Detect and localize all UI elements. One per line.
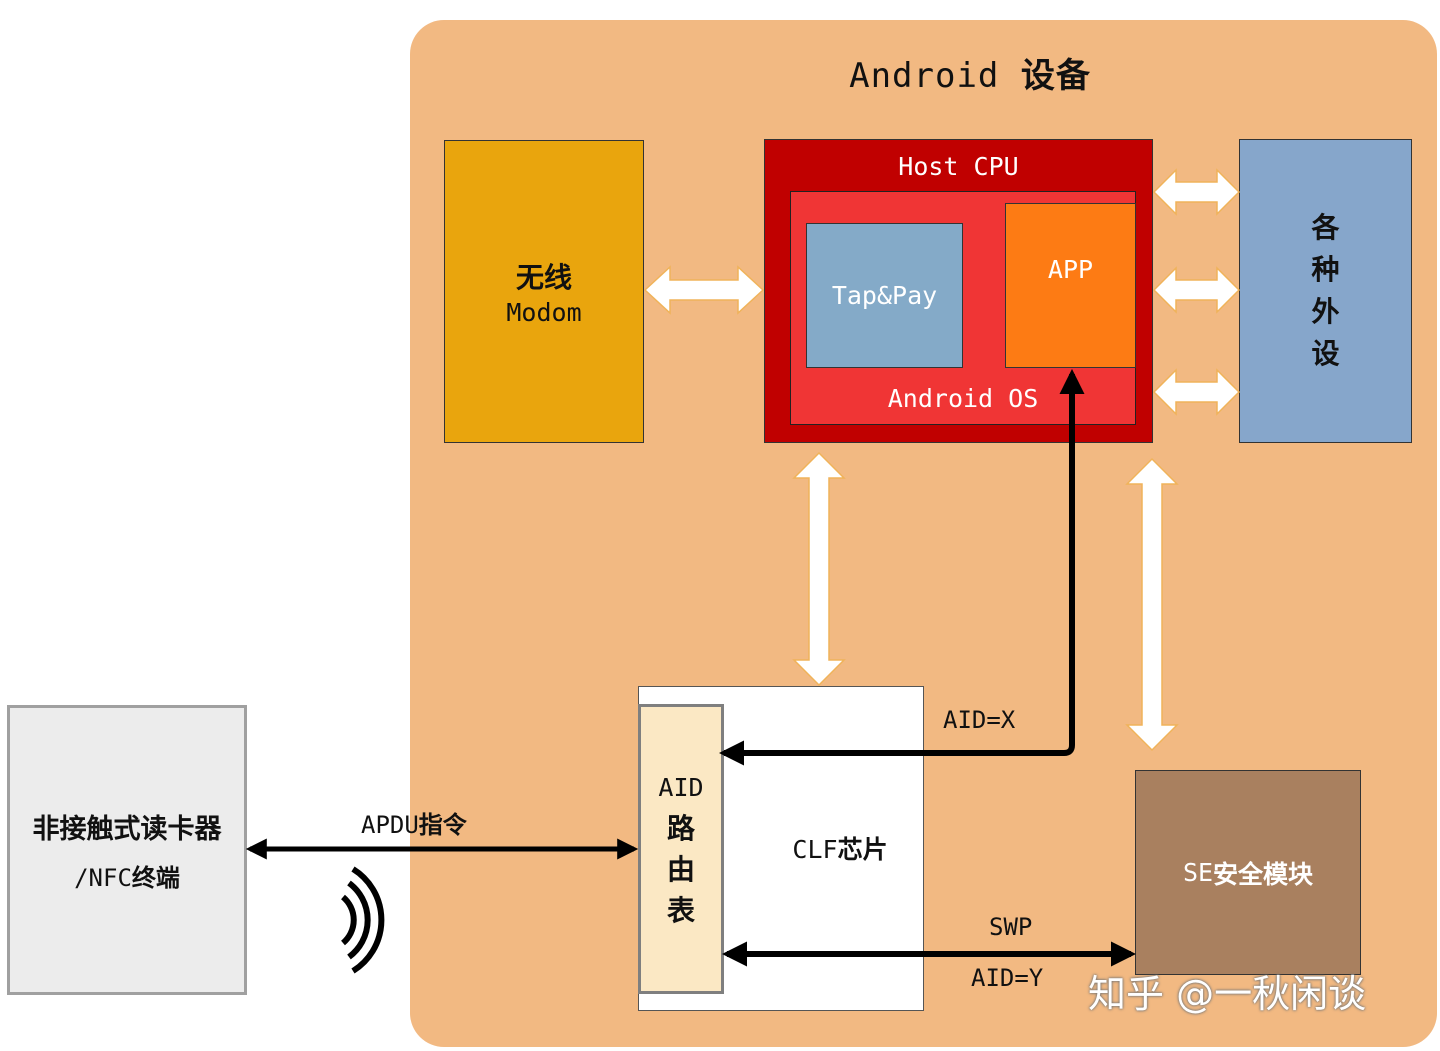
swp-label: SWP [989,913,1033,941]
host-cpu-label: Host CPU [898,152,1019,181]
se-label-latin: SE [1182,858,1214,887]
aid-router-label: AID [658,773,704,802]
cpu-se-double-arrow [1125,457,1179,752]
aid-y-label: AID=Y [971,964,1044,992]
tap-pay-block: Tap&Pay [806,223,963,368]
nfc-wave-icon [340,866,385,974]
device-title-latin: Android [849,56,1000,96]
device-title-cn: 设备 [1020,56,1091,96]
cpu-peripheral-double-arrow [1152,368,1241,416]
reader-label-cn: 终端 [131,864,180,892]
tap-pay-label: Tap&Pay [831,281,938,310]
apdu-label-cn: 指令 [418,811,467,839]
modem-label-latin: Modom [506,298,582,327]
aid-router-char: 路 [666,812,695,845]
aid-router-char: 表 [666,894,695,927]
peripherals-char: 外 [1311,295,1340,328]
watermark-text: 知乎 @一秋闲谈 [1088,972,1367,1016]
cpu-peripheral-double-arrow [1152,168,1241,216]
nfc-reader-block: 非接触式读卡器 /NFC终端 [7,705,247,995]
app-label: APP [1047,255,1094,284]
apdu-label-latin: APDU [361,811,419,839]
aid-x-label: AID=X [943,706,1016,734]
app-block: APP [1005,203,1136,368]
device-title: Android 设备 [780,48,1160,97]
peripherals-char: 种 [1311,253,1340,286]
aid-routing-table-block: AID 路 由 表 [638,704,724,994]
cpu-clf-double-arrow [792,451,846,687]
se-label-cn: 安全模块 [1213,859,1314,889]
clf-label-latin: CLF [792,835,838,864]
reader-label-line1: 非接触式读卡器 [32,814,222,845]
peripherals-block: 各 种 外 设 [1239,139,1412,443]
modem-label-cn: 无线 [515,261,572,294]
aid-router-char: 由 [666,853,695,886]
modem-cpu-double-arrow [643,265,765,315]
reader-label-latin: /NFC [74,864,132,892]
aid-x-route-arrow [718,368,1085,766]
cpu-peripheral-double-arrow [1152,266,1241,314]
wireless-modem-block: 无线 Modom [444,140,644,443]
clf-label-cn: 芯片 [837,835,888,864]
clf-chip-label: CLF芯片 [760,830,920,866]
peripherals-char: 设 [1311,337,1340,370]
peripherals-char: 各 [1311,211,1340,244]
reader-label-line2: /NFC终端 [74,858,180,893]
apdu-label: APDU指令 [361,805,467,840]
